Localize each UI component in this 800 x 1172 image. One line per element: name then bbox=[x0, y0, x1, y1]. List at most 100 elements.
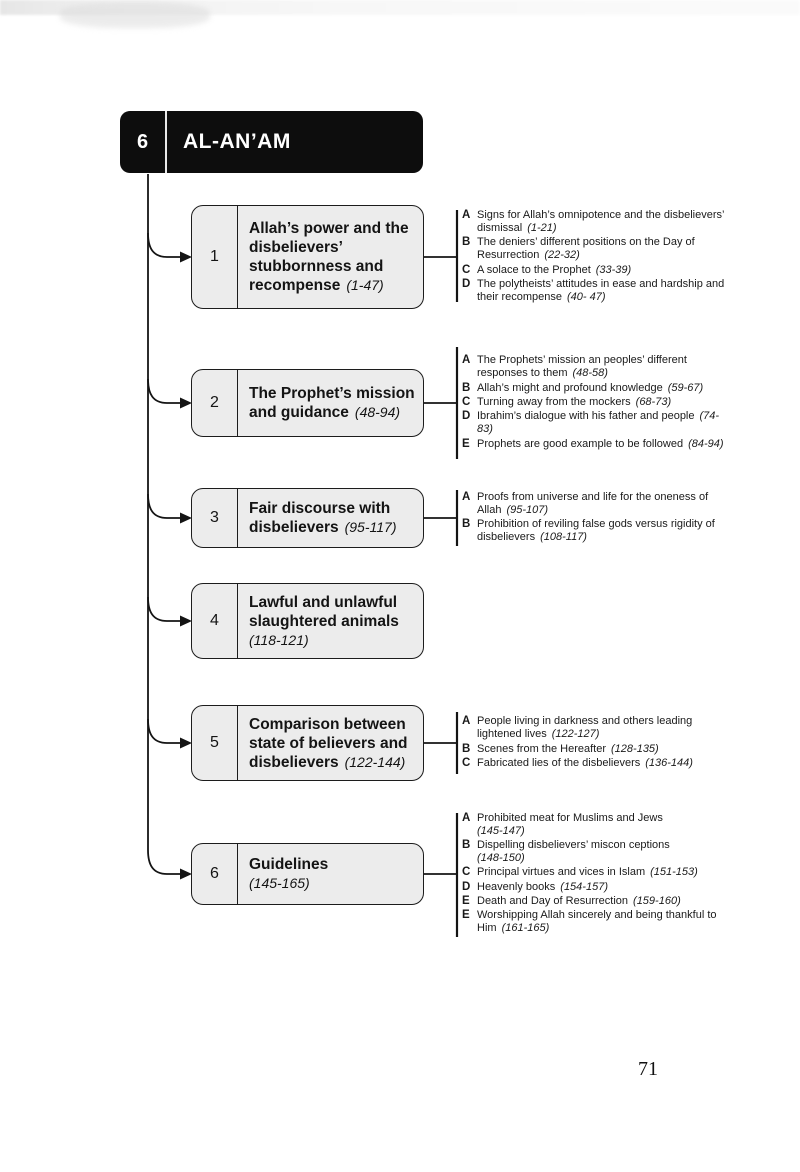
subtopic-letter: C bbox=[462, 263, 471, 276]
section-range: (122-144) bbox=[344, 753, 406, 770]
subtopic-letter: C bbox=[462, 395, 471, 408]
subtopic-letter: C bbox=[462, 756, 471, 769]
subtopic-letter: A bbox=[462, 715, 471, 728]
subtopic-list: A Signs for Allah’s omnipotence and the d… bbox=[462, 209, 734, 305]
subtopic-range: (1-21) bbox=[527, 221, 557, 234]
subtopic-letter: A bbox=[462, 811, 471, 824]
section-title-text: Comparison between state of believers an… bbox=[249, 715, 408, 771]
subtopic-text: Proofs from universe and life for the on… bbox=[477, 490, 709, 516]
section-title: Comparison between state of believers an… bbox=[238, 706, 423, 780]
subtopic-letter: A bbox=[462, 490, 471, 503]
subtopic-text: Worshipping Allah sincerely and being th… bbox=[477, 909, 717, 935]
subtopic-letter: B bbox=[462, 518, 471, 530]
subtopic-range: (161-165) bbox=[501, 922, 550, 935]
subtopic-text: Prohibition of reviling false gods versu… bbox=[477, 518, 715, 544]
subtopic-item: B Allah’s might and profound knowledge(59… bbox=[462, 382, 734, 395]
subtopic-letter: A bbox=[462, 208, 471, 221]
subtopic-range: (95-107) bbox=[506, 503, 549, 516]
subtopic-range: (108-117) bbox=[540, 531, 587, 544]
subtopic-range: (151-153) bbox=[650, 866, 698, 879]
section-number: 5 bbox=[192, 706, 238, 780]
subtopic-range: (128-135) bbox=[611, 742, 659, 755]
section-title: The Prophet’s mission and guidance(48-94… bbox=[238, 370, 423, 436]
section-row-3: 3 Fair discourse with disbelievers(95-117… bbox=[191, 488, 734, 548]
connector-path bbox=[147, 378, 181, 404]
subtopic-text: The polytheists’ attitudes in ease and h… bbox=[477, 277, 725, 303]
subtopic-letter: D bbox=[462, 277, 471, 290]
subtopic-text: Ibrahim’s dialogue with his father and p… bbox=[477, 410, 720, 436]
subtopic-text: The Prophets’ mission an peoples’ differ… bbox=[477, 354, 687, 380]
subtopic-letter: D bbox=[462, 410, 471, 423]
subtopic-list: A People living in darkness and others le… bbox=[462, 715, 734, 771]
section-range: (1-47) bbox=[346, 277, 384, 293]
subtopic-range: (33-39) bbox=[595, 263, 632, 276]
section-title-text: Allah’s power and the disbelievers’ stub… bbox=[249, 220, 409, 294]
subtopic-letter: E bbox=[462, 894, 470, 907]
section-range: (48-94) bbox=[354, 404, 401, 420]
section-number: 2 bbox=[192, 370, 238, 436]
surah-header: 6 AL-AN’AM bbox=[120, 111, 423, 173]
subtopic-text: The deniers’ different positions on the … bbox=[477, 236, 695, 262]
connector-path bbox=[147, 493, 181, 519]
section-title-line: Guidelines bbox=[249, 855, 415, 874]
section-number: 3 bbox=[192, 489, 238, 547]
section-box-3: 3 Fair discourse with disbelievers(95-117… bbox=[191, 488, 424, 548]
connector-path bbox=[147, 718, 181, 744]
subtopic-item: D Ibrahim’s dialogue with his father and … bbox=[462, 410, 734, 436]
subtopic-range: (148-150) bbox=[477, 852, 525, 865]
section-number: 1 bbox=[192, 206, 238, 308]
subtopic-item: B The deniers’ different positions on the… bbox=[462, 236, 734, 262]
section-title-text: Fair discourse with disbelievers(95-117) bbox=[249, 500, 397, 536]
subtopic-range: (22-32) bbox=[544, 249, 580, 262]
subtopic-range: (122-127) bbox=[551, 728, 600, 741]
subtopic-letter: E bbox=[462, 437, 470, 450]
subtopic-text: Heavenly books(154-157) bbox=[477, 880, 608, 893]
subtopic-text: People living in darkness and others lea… bbox=[477, 715, 693, 741]
connector-path bbox=[147, 849, 181, 875]
connector-path bbox=[147, 596, 181, 622]
subtopic-range: (59-67) bbox=[667, 381, 704, 394]
surah-number: 6 bbox=[136, 130, 149, 153]
subtopic-letter: B bbox=[462, 236, 471, 249]
section-title-text: Lawful and unlawful slaughtered animals bbox=[249, 593, 399, 630]
subtopic-text: A solace to the Prophet(33-39) bbox=[477, 263, 632, 276]
section-number: 4 bbox=[192, 584, 238, 658]
subtopic-range: (68-73) bbox=[635, 395, 672, 408]
subtopic-range: (74-83) bbox=[477, 410, 720, 436]
section-title: Guidelines (145-165) bbox=[238, 844, 423, 904]
subtopic-item: D The polytheists’ attitudes in ease and … bbox=[462, 278, 734, 304]
header-divider bbox=[165, 111, 167, 173]
subtopic-letter: B bbox=[462, 839, 471, 851]
page-number: 71 bbox=[638, 1058, 658, 1080]
section-title: Lawful and unlawful slaughtered animals(… bbox=[238, 584, 423, 658]
surah-title: AL-AN’AM bbox=[183, 130, 291, 153]
subtopic-text: Fabricated lies of the disbelievers(136-… bbox=[477, 756, 693, 769]
subtopic-item: B Prohibition of reviling false gods vers… bbox=[462, 518, 734, 544]
section-title-text: Guidelines bbox=[249, 856, 329, 873]
subtopic-text: Allah’s might and profound knowledge(59-… bbox=[477, 381, 704, 394]
section-title-text: The Prophet’s mission and guidance(48-94… bbox=[249, 385, 415, 421]
subtopic-letter: B bbox=[462, 381, 471, 394]
section-title-line: Lawful and unlawful slaughtered animals bbox=[249, 593, 415, 631]
section-box-2: 2 The Prophet’s mission and guidance(48-9… bbox=[191, 369, 424, 437]
subtopic-range: (40- 47) bbox=[567, 291, 606, 303]
subtopic-letter: C bbox=[462, 866, 471, 879]
section-range: (145-165) bbox=[249, 875, 310, 891]
section-title: Allah’s power and the disbelievers’ stub… bbox=[238, 206, 423, 308]
subtopic-text: Signs for Allah’s omnipotence and the di… bbox=[477, 208, 725, 234]
section-row-2: 2 The Prophet’s mission and guidance(48-9… bbox=[191, 347, 734, 459]
subtopic-item: A People living in darkness and others le… bbox=[462, 715, 734, 741]
section-range: (95-117) bbox=[344, 519, 397, 535]
